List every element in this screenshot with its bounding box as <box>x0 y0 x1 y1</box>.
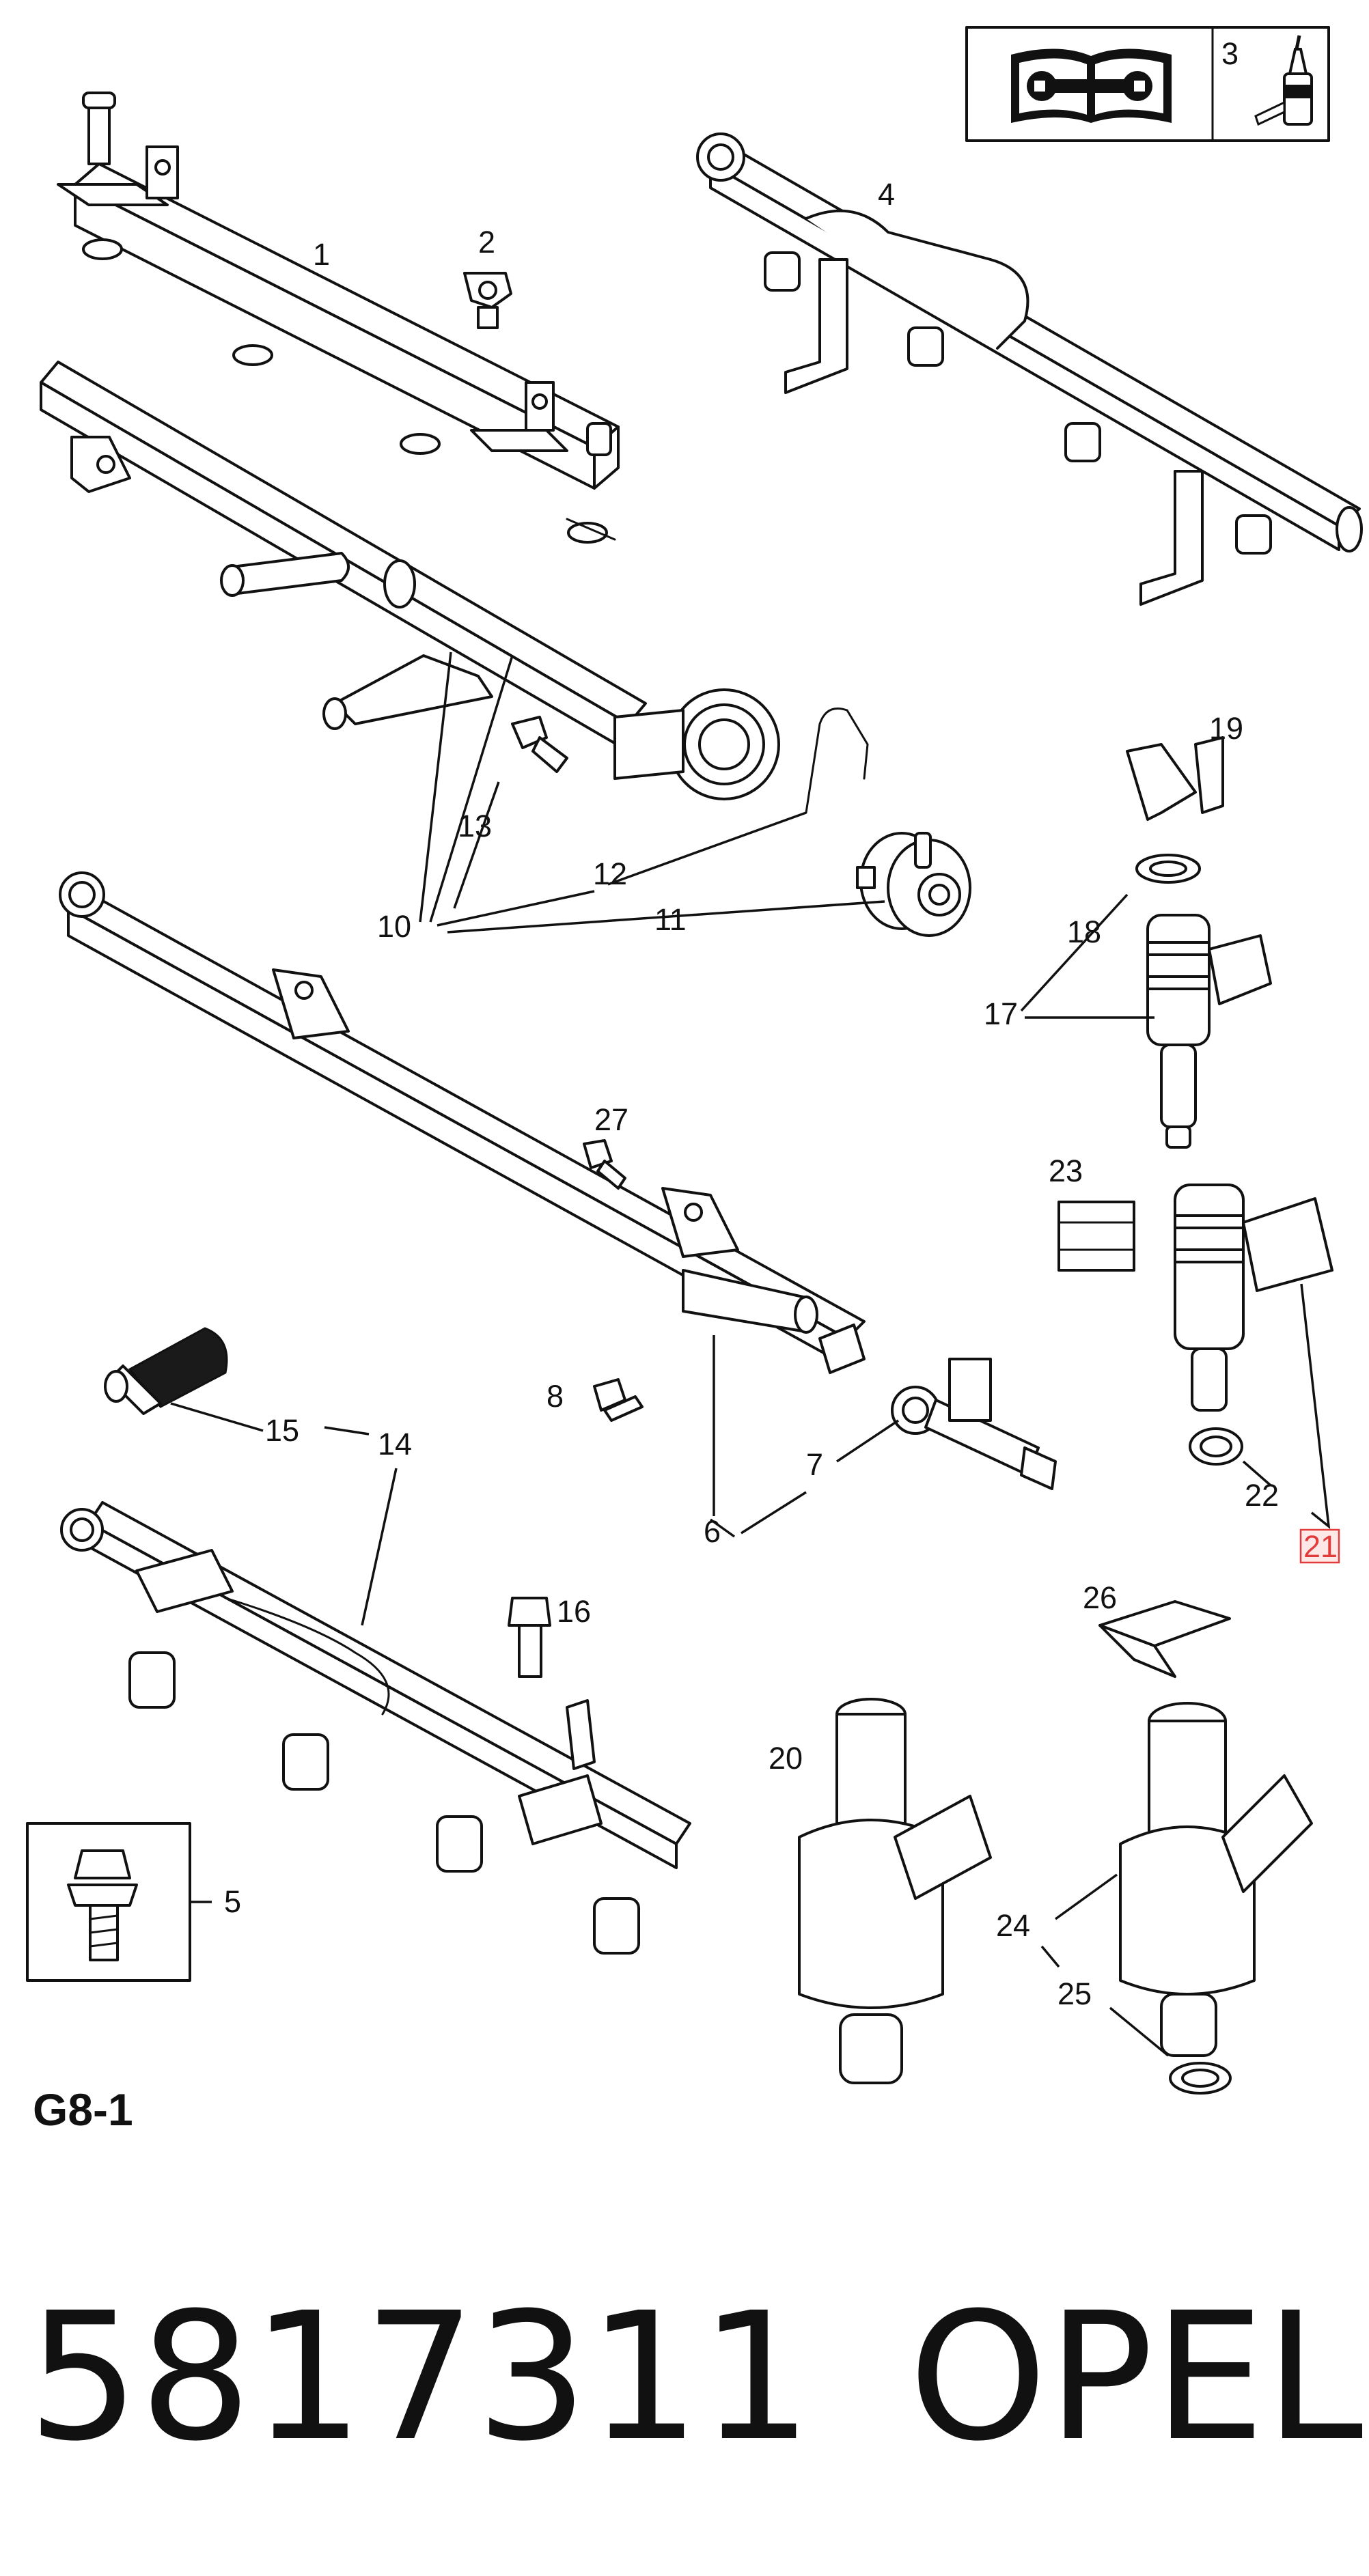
o-ring-22 <box>1189 1427 1243 1466</box>
fuel-rail-4 <box>696 132 1363 606</box>
clip-12 <box>805 708 869 814</box>
o-ring-25 <box>1169 2062 1232 2095</box>
callout-1: 1 <box>313 237 330 272</box>
bolt-16 <box>508 1597 551 1678</box>
callout-7: 7 <box>806 1447 823 1482</box>
sensor-15 <box>104 1327 228 1415</box>
bolt-8 <box>593 1378 644 1422</box>
callout-8: 8 <box>547 1379 564 1414</box>
service-icon-box: 3 <box>965 26 1330 142</box>
callout-4: 4 <box>878 177 895 212</box>
callout-16: 16 <box>557 1594 591 1629</box>
fuel-rail-10 <box>40 361 780 800</box>
o-ring-18 <box>1135 854 1201 884</box>
fuel-rail-1 <box>57 92 620 544</box>
callout-24: 24 <box>996 1908 1030 1943</box>
callout-23: 23 <box>1049 1153 1083 1188</box>
callout-3: 3 <box>1221 36 1239 71</box>
callout-13: 13 <box>458 809 492 843</box>
callout-20: 20 <box>769 1741 803 1776</box>
brand-name: OPEL <box>909 2275 1364 2480</box>
clip-23 <box>1057 1201 1135 1272</box>
injector-17 <box>1146 914 1272 1149</box>
callout-14: 14 <box>378 1427 412 1461</box>
callout-17: 17 <box>984 996 1018 1031</box>
clip-19 <box>1126 736 1224 821</box>
pressure-regulator-11 <box>856 832 971 937</box>
callout-12: 12 <box>593 856 627 891</box>
bolt-13 <box>511 716 568 773</box>
highlight-box-21 <box>1299 1528 1340 1564</box>
manual-wrench-icon <box>1011 48 1172 123</box>
callout-5: 5 <box>224 1884 241 1919</box>
stud-27 <box>583 1139 626 1190</box>
callout-21: 21 <box>1303 1529 1338 1564</box>
bolt-box-5 <box>26 1822 191 1982</box>
callout-10: 10 <box>377 909 411 944</box>
callout-19: 19 <box>1209 711 1243 746</box>
callout-11: 11 <box>654 902 687 937</box>
callout-26: 26 <box>1083 1580 1117 1615</box>
injector-24 <box>1119 1702 1313 2057</box>
callout-27: 27 <box>594 1102 628 1137</box>
injector-20 <box>798 1698 992 2084</box>
sealant-tube-icon <box>1254 35 1313 126</box>
injector-7 <box>891 1358 1057 1490</box>
fuel-rail-14 <box>60 1501 691 1955</box>
callout-25: 25 <box>1057 1976 1092 2011</box>
sheet-code: G8-1 <box>33 2084 133 2135</box>
callout-6: 6 <box>704 1514 721 1549</box>
bolt-2 <box>463 272 512 329</box>
clip-26 <box>1098 1600 1231 1678</box>
fuel-rail-6 <box>59 871 866 1374</box>
callout-2: 2 <box>478 225 495 260</box>
callout-22: 22 <box>1245 1478 1279 1513</box>
callout-18: 18 <box>1067 914 1101 949</box>
injector-21 <box>1174 1184 1333 1412</box>
part-number: 5817311 <box>27 2275 812 2480</box>
callout-15: 15 <box>265 1413 299 1448</box>
